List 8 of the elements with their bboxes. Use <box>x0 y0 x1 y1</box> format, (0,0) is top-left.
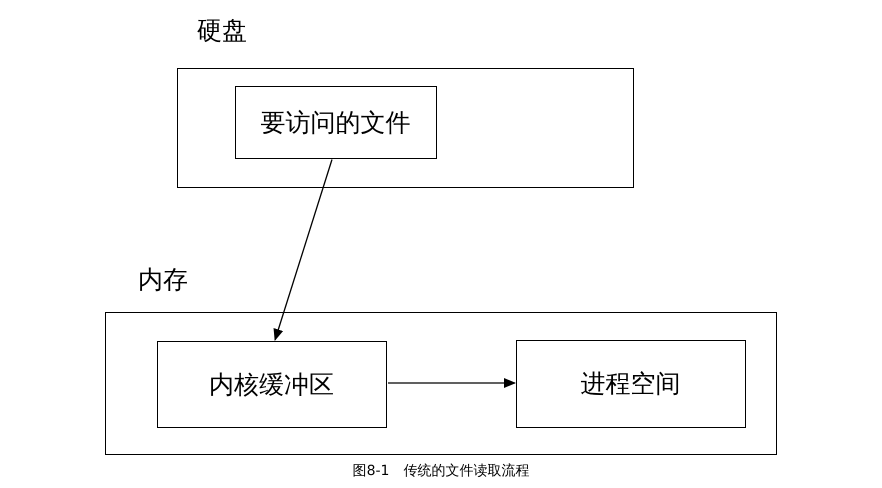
panel-heading: 内存 <box>138 264 188 296</box>
arrow <box>388 378 516 388</box>
arrow <box>274 159 333 341</box>
figure-caption: 图8-1 传统的文件读取流程 <box>352 463 530 479</box>
process-box: 进程空间 <box>516 340 746 428</box>
panel-heading: 硬盘 <box>197 15 247 47</box>
process-box: 要访问的文件 <box>234 86 436 158</box>
process-box: 内核缓冲区 <box>156 340 386 428</box>
